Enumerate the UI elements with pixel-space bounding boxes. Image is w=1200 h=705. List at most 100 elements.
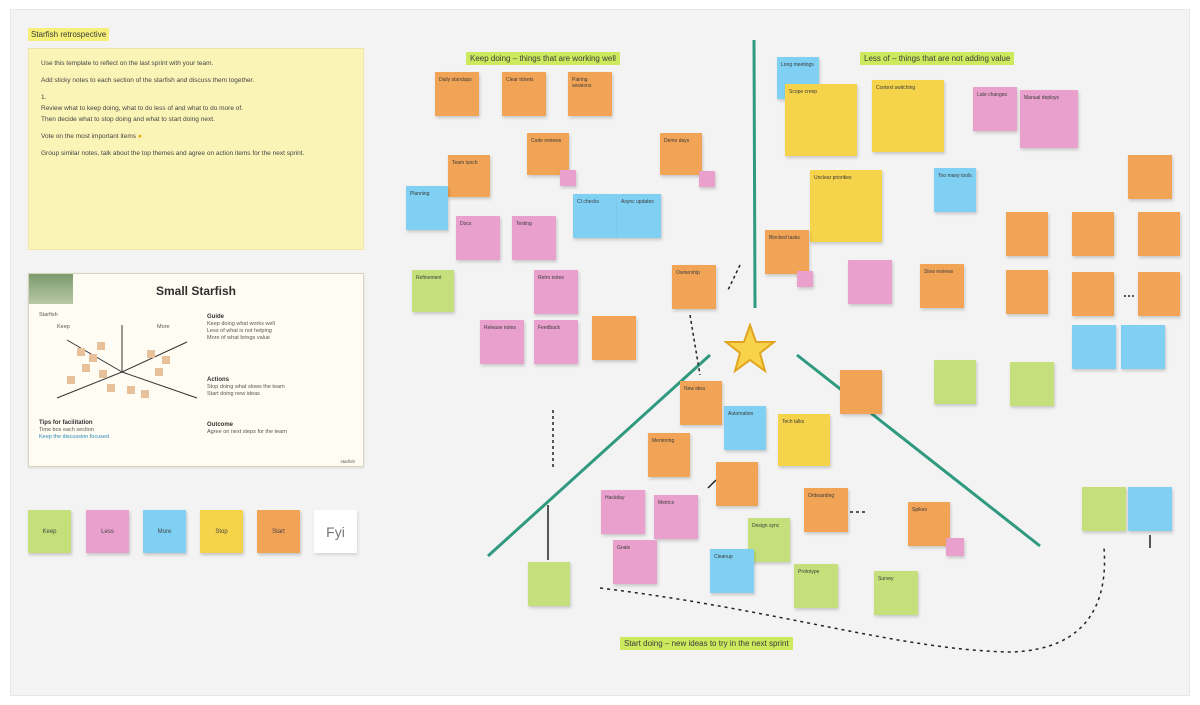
sticky-note[interactable]: Onboarding — [804, 488, 848, 532]
sticky-note[interactable]: Feedback — [534, 320, 578, 364]
template-tips-line-2: Keep the discussion focused — [39, 434, 110, 440]
note-text: Ownership — [676, 270, 700, 276]
sticky-note[interactable]: Mentoring — [648, 433, 690, 477]
sticky-note[interactable]: Team lunch — [448, 155, 490, 197]
sticky-note[interactable]: Too many tools — [934, 168, 976, 212]
sticky-note[interactable]: Release notes — [480, 320, 524, 364]
sticky-note[interactable] — [592, 316, 636, 360]
sticky-note[interactable]: Prototype — [794, 564, 838, 608]
sticky-note[interactable]: Clear tickets — [502, 72, 546, 116]
sticky-note[interactable] — [1072, 272, 1114, 316]
sticky-note[interactable]: Unclear priorities — [810, 170, 882, 242]
emoji-icon: ● — [137, 133, 142, 140]
sticky-note[interactable] — [848, 260, 892, 304]
sticky-note[interactable]: Survey — [874, 571, 918, 615]
sticky-note[interactable] — [1128, 487, 1172, 531]
sticky-note[interactable]: Late changes — [973, 87, 1017, 131]
sticky-note[interactable]: Demo days — [660, 133, 702, 175]
note-text: Clear tickets — [506, 77, 534, 83]
swatch-orange[interactable]: Start — [257, 510, 300, 553]
note-text: Feedback — [538, 325, 560, 331]
swatch-blue[interactable]: More — [143, 510, 186, 553]
sticky-note[interactable] — [934, 360, 976, 404]
sticky-note[interactable]: Code reviews — [527, 133, 569, 175]
sticky-note[interactable]: Context switching — [872, 80, 944, 152]
sticky-note[interactable]: New idea — [680, 381, 722, 425]
note-text: CI checks — [577, 199, 599, 205]
sticky-note[interactable]: Manual deploys — [1020, 90, 1078, 148]
star-icon[interactable] — [724, 323, 776, 375]
sticky-note[interactable]: Blocked tasks — [765, 230, 809, 274]
template-outcome-line-1: Agree on next steps for the team — [207, 429, 287, 435]
sticky-note[interactable]: Refinement — [412, 270, 454, 312]
sticky-note[interactable]: Spikes — [908, 502, 950, 546]
section-title-top-left[interactable]: Keep doing – things that are working wel… — [466, 52, 620, 65]
sticky-note[interactable]: Retro notes — [534, 270, 578, 314]
sticky-note-small[interactable] — [946, 538, 964, 556]
sticky-note[interactable]: Ownership — [672, 265, 716, 309]
swatch-text-label: Fyi — [326, 523, 345, 540]
sticky-note[interactable] — [1010, 362, 1054, 406]
board-header[interactable]: Starfish retrospective — [28, 28, 110, 41]
note-text: Cleanup — [714, 554, 733, 560]
instructions-line-3b: Review what to keep doing, what to do le… — [41, 105, 243, 112]
sticky-note[interactable] — [1138, 212, 1180, 256]
section-title-bottom[interactable]: Start doing – new ideas to try in the ne… — [620, 637, 793, 650]
sticky-note[interactable] — [1072, 212, 1114, 256]
template-guide-title: Guide — [207, 314, 225, 320]
section-title-top-right[interactable]: Less of – things that are not adding val… — [860, 52, 1015, 65]
sticky-note[interactable] — [840, 370, 882, 414]
swatch-green[interactable]: Keep — [28, 510, 71, 553]
sticky-note[interactable] — [1128, 155, 1172, 199]
sticky-note[interactable] — [528, 562, 570, 606]
sticky-note[interactable]: Tech talks — [778, 414, 830, 466]
sticky-note[interactable]: Metrics — [654, 495, 698, 539]
note-text: Demo days — [664, 138, 690, 144]
template-outcome-title: Outcome — [207, 422, 234, 428]
sticky-note[interactable]: Goals — [613, 540, 657, 584]
sticky-note[interactable] — [1121, 325, 1165, 369]
sticky-note[interactable]: CI checks — [573, 194, 617, 238]
sticky-note[interactable]: Async updates — [617, 194, 661, 238]
sticky-note[interactable]: Pairing sessions — [568, 72, 612, 116]
swatch-pink-label: Less — [101, 528, 114, 535]
template-tips-title: Tips for facilitation — [39, 420, 93, 426]
note-text: New idea — [684, 386, 705, 392]
sticky-note[interactable]: Design sync — [748, 518, 790, 562]
note-text: Scope creep — [789, 89, 818, 95]
sticky-note[interactable]: Slow reviews — [920, 264, 964, 308]
sticky-note[interactable] — [1072, 325, 1116, 369]
sticky-note[interactable] — [1082, 487, 1126, 531]
note-text: Manual deploys — [1024, 95, 1060, 101]
swatch-text[interactable]: Fyi — [314, 510, 357, 553]
sticky-note[interactable]: Cleanup — [710, 549, 754, 593]
sticky-note[interactable]: Daily standups — [435, 72, 479, 116]
sticky-note[interactable] — [1006, 212, 1048, 256]
sticky-note-small[interactable] — [699, 171, 715, 187]
sticky-note-small[interactable] — [560, 170, 576, 186]
sticky-note-small[interactable] — [797, 271, 813, 287]
sticky-note[interactable]: Testing — [512, 216, 556, 260]
note-text: Async updates — [621, 199, 654, 205]
note-text: Slow reviews — [924, 269, 954, 275]
swatch-yellow[interactable]: Stop — [200, 510, 243, 553]
sticky-note[interactable]: Planning — [406, 186, 448, 230]
template-left-heading: Starfish — [39, 312, 58, 318]
swatch-pink[interactable]: Less — [86, 510, 129, 553]
note-text: Planning — [410, 191, 430, 197]
template-thumbnail — [29, 274, 73, 304]
template-legend-b: More — [157, 324, 170, 330]
note-text: Tech talks — [782, 419, 805, 425]
sticky-note[interactable]: Automation — [724, 406, 766, 450]
note-text: Release notes — [484, 325, 516, 331]
sticky-note[interactable]: Scope creep — [785, 84, 857, 156]
sticky-note[interactable] — [1138, 272, 1180, 316]
sticky-note[interactable]: Hackday — [601, 490, 645, 534]
template-card[interactable]: Small Starfish Starfish Keep More Guide … — [28, 273, 364, 467]
note-text: Goals — [617, 545, 631, 551]
sticky-note[interactable]: Docs — [456, 216, 500, 260]
sticky-note[interactable] — [716, 462, 758, 506]
sticky-note[interactable] — [1006, 270, 1048, 314]
note-text: Metrics — [658, 500, 675, 506]
instructions-panel[interactable]: Use this template to reflect on the last… — [28, 48, 364, 250]
